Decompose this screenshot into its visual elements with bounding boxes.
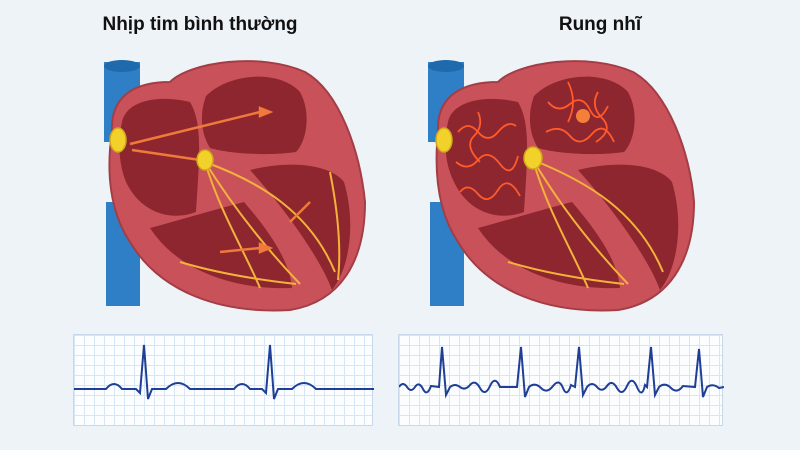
title-normal-rhythm: Nhịp tim bình thường bbox=[102, 14, 298, 35]
right-atrium-chamber bbox=[119, 98, 200, 216]
ecg-trace-afib bbox=[399, 346, 724, 399]
right-ventricle-chamber bbox=[478, 202, 620, 289]
sa-node-icon bbox=[435, 127, 453, 153]
chaotic-atrial-signals bbox=[455, 81, 615, 200]
ecg-strip-afib bbox=[398, 334, 724, 426]
heart-afib-illustration bbox=[428, 60, 696, 312]
vena-cava-top-opening bbox=[104, 60, 140, 72]
title-atrial-fibrillation: Rung nhĩ bbox=[558, 14, 642, 35]
vena-cava-top-opening bbox=[428, 60, 464, 72]
conduction-pathways bbox=[179, 161, 341, 289]
activation-arrows bbox=[129, 106, 311, 254]
av-node-icon bbox=[196, 149, 214, 171]
ectopic-focus-glow bbox=[576, 109, 590, 123]
conduction-pathways bbox=[507, 159, 664, 289]
right-atrium-chamber bbox=[445, 98, 528, 216]
ecg-strip-normal bbox=[73, 334, 374, 426]
right-ventricle-chamber bbox=[150, 202, 292, 289]
sa-node-icon bbox=[109, 127, 127, 153]
ecg-trace-normal bbox=[74, 344, 374, 400]
left-atrium-chamber bbox=[201, 76, 307, 155]
heart-normal-illustration bbox=[104, 60, 367, 312]
left-ventricle-chamber bbox=[250, 164, 351, 290]
av-node-icon bbox=[523, 146, 543, 170]
